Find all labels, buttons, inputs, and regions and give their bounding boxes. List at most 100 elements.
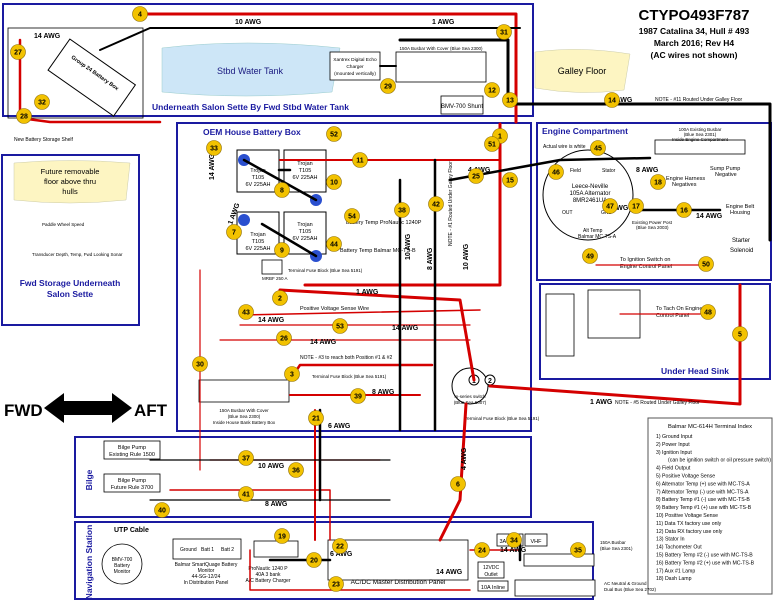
callout-number: 17 [632, 204, 640, 211]
callout-number: 45 [594, 146, 602, 153]
acdc-panel [327, 539, 469, 581]
wire-red-6 [438, 402, 468, 542]
callout-circle [276, 330, 292, 346]
fwd-storage-title-1: Fwd Storage Underneath [20, 278, 121, 288]
terminal-index-item: 16) Battery Temp #2 (+) use with MC-TS-B [656, 560, 755, 566]
callout-circle [284, 366, 300, 382]
callout-circle [628, 198, 644, 214]
echo-charger-label-2: Charger [346, 64, 364, 70]
label-1awg-top: 1 AWG [432, 19, 455, 26]
label-14awg-mid: 14 AWG [258, 317, 285, 324]
region-terminal-index [647, 417, 773, 595]
callout-number: 42 [432, 202, 440, 209]
existing-busbar-label-3: Inside Engine Compartment [672, 137, 729, 142]
terminal-index-item: 7) Alternator Temp (-) use with MC-TS-A [656, 489, 749, 495]
callout-circle [16, 108, 32, 124]
engine-harness-label-2: Negatives [672, 182, 697, 188]
busbar-house-label-3: Inside House Bank Battery Box [213, 420, 276, 425]
battery-trojan-3: Trojan T105 6V 225AH [236, 211, 280, 255]
balmar-smartgauge-label-4: In Distribution Panel [184, 580, 229, 586]
callout-circle [380, 78, 396, 94]
alternator-label-2: 105A Alternator [569, 191, 610, 197]
wire-red-5 [488, 283, 742, 406]
batt1-label: Batt 1 [201, 547, 214, 553]
callout-number: 24 [478, 548, 486, 555]
ignition-switch-label-2: Engine Control Panel [620, 264, 672, 270]
wire-red-4-top [138, 12, 518, 124]
under-head-sink-title: Under Head Sink [661, 366, 729, 376]
stbd-water-tank [161, 42, 341, 97]
callout-circle [502, 92, 518, 108]
engine-belt-label-2: Housing [730, 210, 750, 216]
callout-number: 50 [702, 262, 710, 269]
label-8awg-v: 8 AWG [427, 247, 434, 270]
terminal-index-item: 10) Positive Voltage Sense [656, 513, 718, 519]
callout-number: 25 [472, 174, 480, 181]
callout-number: 49 [586, 254, 594, 261]
region-fwd-storage [1, 154, 140, 326]
callout-circle [328, 576, 344, 592]
mrbf-fuse [261, 259, 283, 275]
fwd-label: FWD [4, 401, 43, 420]
callout-circle [484, 82, 500, 98]
callout-number: 53 [336, 324, 344, 331]
wire-black-4-engine [448, 156, 652, 182]
balmar-smartgauge [172, 538, 242, 560]
engine-harness-label-1: Engine Harness [666, 176, 705, 182]
stbd-water-tank-label: Stbd Water Tank [217, 66, 284, 76]
callout-circle [602, 198, 618, 214]
battery-shelf-label: New Battery Storage Shelf [14, 137, 74, 143]
note-1: NOTE - #1 Routed Under Galley Floor [448, 161, 454, 246]
aft-label: AFT [134, 401, 168, 420]
label-6awg-nav: 6 AWG [330, 551, 353, 558]
battery-trojan-4: Trojan T105 6V 225AH [283, 194, 327, 262]
subtitle-line-3: (AC wires not shown) [651, 50, 738, 60]
callout-circle [206, 140, 222, 156]
outlet-12vdc-label-1: 12VDC [483, 565, 500, 571]
tach-engine-label-1: To Tach On Engine [656, 306, 702, 312]
label-14awg-nav2: 14 AWG [500, 547, 527, 554]
callout-number: 51 [488, 142, 496, 149]
terminal-index-item: 15) Battery Temp #2 (-) use with MC-TS-B [656, 553, 753, 559]
label-1awg-right: 1 AWG [610, 97, 633, 104]
callout-number: 7 [232, 230, 236, 237]
group24-battery-box: Group 24 Battery Box [47, 38, 137, 117]
wire-red-41 [169, 489, 331, 541]
callout-number: 15 [506, 178, 514, 185]
terminal-index-item: 6) Alternator Temp (+) use with MC-TS-A [656, 481, 750, 487]
callout-circle [326, 174, 342, 190]
battery-shelf [7, 27, 144, 119]
label-8awg-bilge: 8 AWG [265, 501, 288, 508]
label-4awg-6: 4 AWG [461, 447, 468, 470]
switch-terminal-1-text: 1 [472, 378, 476, 385]
callout-number: 35 [574, 548, 582, 555]
callout-circle [332, 318, 348, 334]
callout-circle [732, 326, 748, 342]
callout-circle [238, 450, 254, 466]
mrbf-label: MRBF 250 A [262, 276, 288, 281]
terminal-fuse-block-1-label: Terminal Fuse Block (Blue Sea 5191) [288, 268, 363, 273]
terminal-index-title: Balmar MC-614H Terminal Index [668, 424, 752, 430]
sump-pump-label-2: Negative [715, 172, 737, 178]
inline-10a-label: 10A Inline [481, 585, 505, 591]
underneath-salon-title: Underneath Salon Sette By Fwd Stbd Water… [152, 102, 349, 112]
galley-floor [534, 49, 631, 93]
alt-temp-label-2: Balmar MC-TS-A [578, 234, 617, 240]
callout-circle [548, 164, 564, 180]
paddle-wheel-label: Paddle Wheel Speed [42, 222, 85, 227]
busbar-house-label-2: (Blue Sea 2300) [228, 414, 261, 419]
svg-text:Trojan: Trojan [297, 222, 312, 228]
callout-number: 13 [506, 98, 514, 105]
callout-circle [34, 94, 50, 110]
page-title: CTYPO493F787 [639, 7, 750, 24]
busbar-nav-label-1: 150A Busbar [600, 540, 626, 545]
callout-number: 2 [278, 296, 282, 303]
region-underneath-salon [2, 3, 534, 117]
busbar-top-label: 150A Busbar With Cover (Blue Sea 2300) [399, 46, 483, 51]
busbar-nav [523, 553, 595, 567]
bmv-shunt [440, 95, 484, 115]
callout-number: 29 [384, 84, 392, 91]
callout-number: 40 [158, 508, 166, 515]
